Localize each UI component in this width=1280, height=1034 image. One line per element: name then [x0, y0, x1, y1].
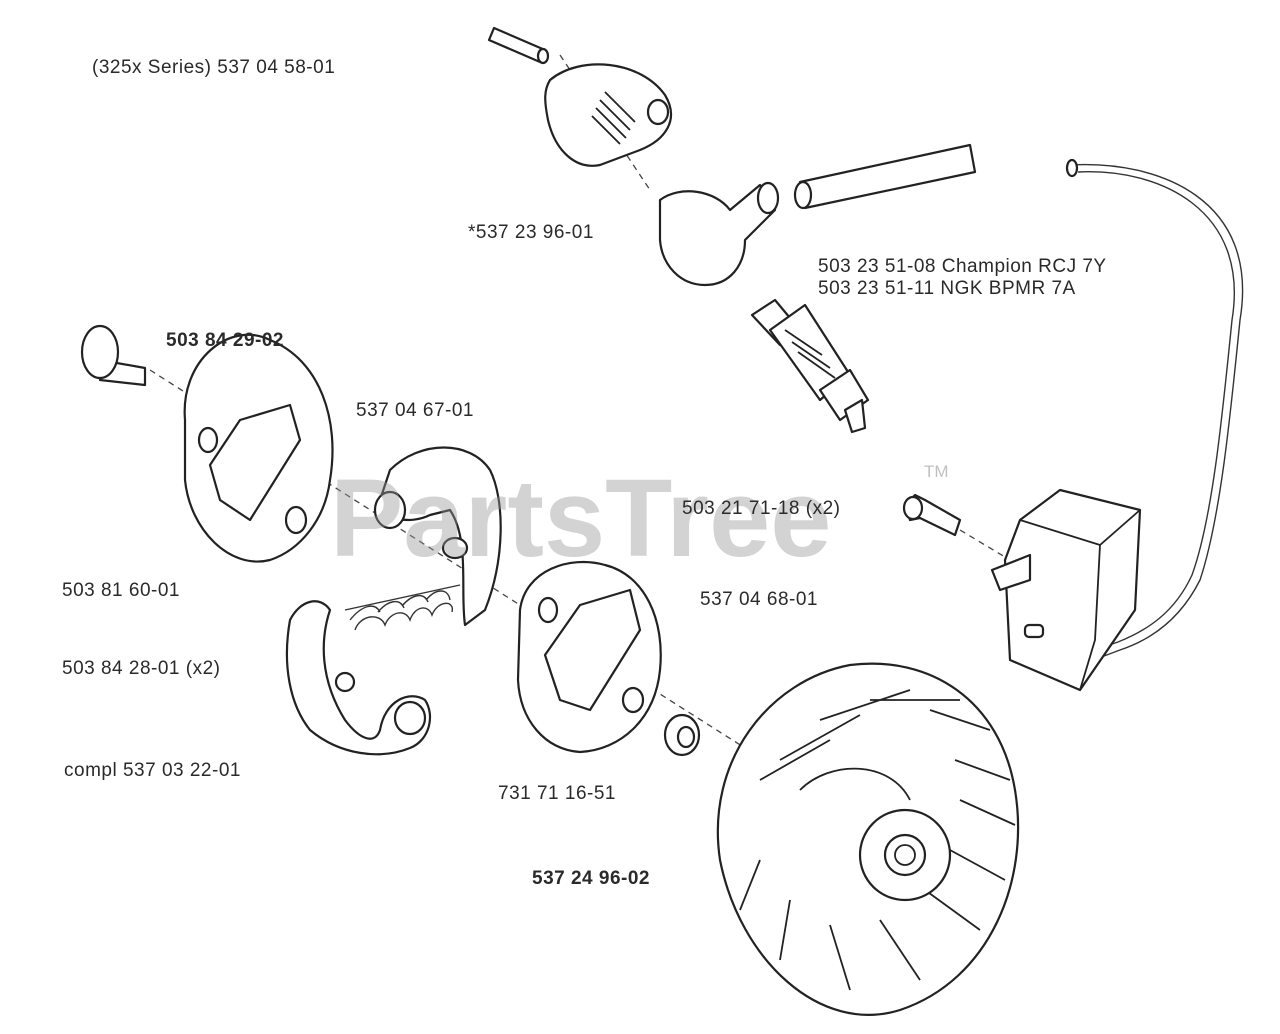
- label-plug-ngk: 503 23 51-11 NGK BPMR 7A: [818, 278, 1076, 299]
- label-nut: 731 71 16-51: [498, 783, 616, 804]
- ignition-wire: [1069, 163, 1244, 666]
- ignition-coil: [990, 488, 1142, 692]
- clutch-spring: [344, 584, 461, 631]
- ignition-tube: [793, 143, 977, 210]
- pin-part: [487, 26, 550, 65]
- label-guard: (325x Series) 537 04 58-01: [92, 57, 336, 78]
- label-plug-champion: 503 23 51-08 Champion RCJ 7Y: [818, 256, 1107, 277]
- spark-plug: [750, 298, 870, 434]
- watermark-text: PartsTree: [330, 457, 832, 580]
- label-flywheel: 537 24 96-02: [532, 868, 650, 889]
- label-plate: 537 04 67-01: [356, 400, 474, 421]
- clutch-shoe-upper: [373, 446, 502, 627]
- spark-plug-boot: [658, 181, 780, 287]
- label-clutch: compl 537 03 22-01: [64, 760, 241, 781]
- clutch-shoe-lower: [285, 600, 432, 756]
- label-screw: 503 84 29-02: [166, 330, 284, 351]
- label-clutch-plate: 537 04 68-01: [700, 589, 818, 610]
- coil-screw-axis: [959, 529, 1011, 561]
- clutch-plate: [516, 560, 662, 754]
- spark-plug-guard: [544, 63, 673, 167]
- label-coil-screw: 503 21 71-18 (x2): [682, 498, 841, 519]
- coil-screw: [902, 493, 962, 537]
- washer-part: [663, 713, 701, 757]
- label-washer: 503 81 60-01: [62, 580, 180, 601]
- watermark-trademark: TM: [924, 462, 949, 481]
- label-boot: *537 23 96-01: [468, 222, 594, 243]
- clutch-backing-plate: [183, 333, 334, 563]
- screw-part: [80, 324, 147, 387]
- label-spring: 503 84 28-01 (x2): [62, 658, 221, 679]
- flywheel: [716, 662, 1020, 1016]
